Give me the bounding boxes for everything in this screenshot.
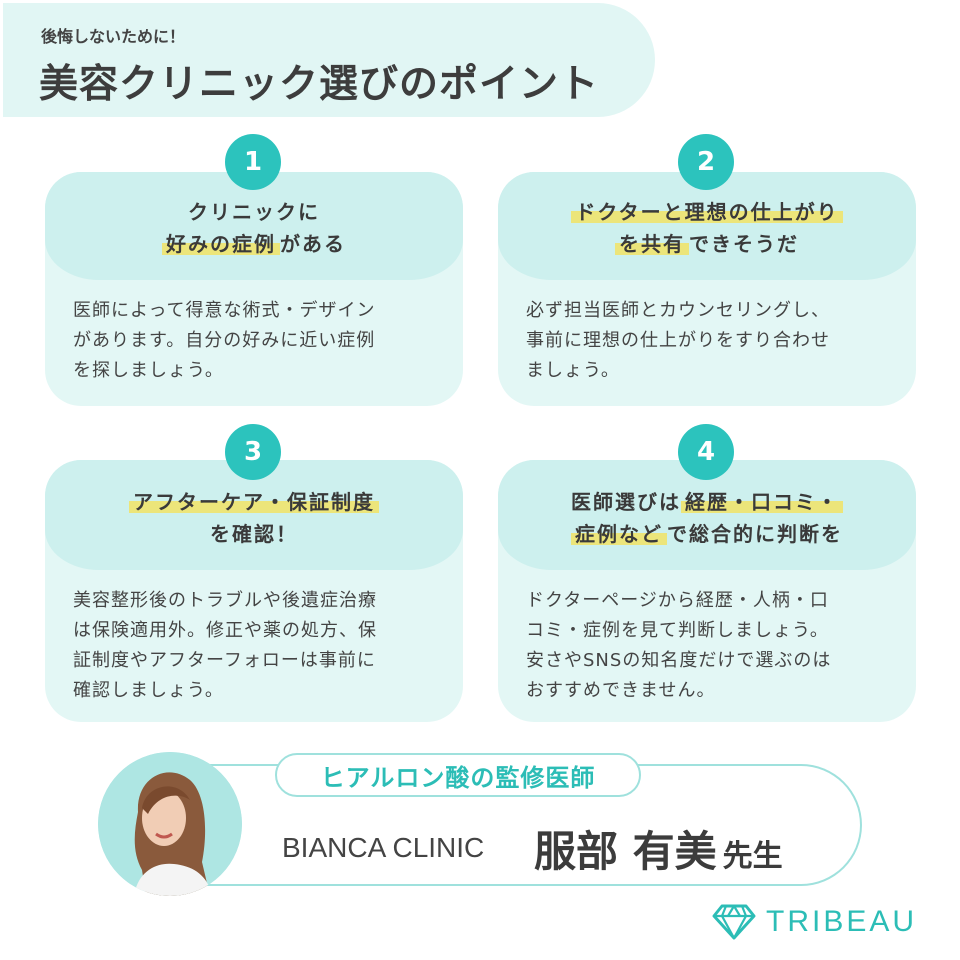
heading-line: 症例などで総合的に判断を — [571, 518, 843, 550]
point-body: 美容整形後のトラブルや後遺症治療 は保険適用外。修正や薬の処方、保 証制度やアフ… — [73, 590, 377, 701]
heading-line: アフターケア・保証制度 — [129, 486, 379, 518]
highlight-text: ドクターと理想の仕上がり — [571, 200, 843, 224]
doctor-honorific: 先生 — [722, 839, 783, 874]
point-heading: クリニックに 好みの症例がある — [45, 172, 463, 280]
header-subtitle: 後悔しないために！ — [41, 27, 186, 46]
heading-line: ドクターと理想の仕上がり — [571, 196, 843, 228]
heading-line: 医師選びは経歴・口コミ・ — [571, 486, 843, 518]
heading-line: クリニックに — [188, 200, 320, 224]
point-body: ドクターページから経歴・人柄・口 コミ・症例を見て判断しましょう。 安さやSNS… — [526, 590, 832, 701]
diamond-icon — [712, 904, 756, 940]
page-title: 美容クリニック選びのポイント — [39, 62, 600, 107]
point-number-badge: 4 — [678, 424, 734, 480]
highlight-text: アフターケア・保証制度 — [129, 490, 379, 514]
supervisor-label: ヒアルロン酸の監修医師 — [275, 753, 641, 797]
point-number-badge: 2 — [678, 134, 734, 190]
heading-line: を共有できそうだ — [615, 228, 799, 260]
highlight-text: 経歴・口コミ・ — [681, 490, 843, 514]
point-card-4: 医師選びは経歴・口コミ・ 症例などで総合的に判断を ドクターページから経歴・人柄… — [498, 460, 916, 722]
brand-logo: TRIBEAU — [712, 904, 917, 940]
portrait-illustration — [98, 752, 242, 896]
point-heading: アフターケア・保証制度 を確認！ — [45, 460, 463, 570]
highlight-text: を共有 — [615, 232, 689, 256]
point-heading: 医師選びは経歴・口コミ・ 症例などで総合的に判断を — [498, 460, 916, 570]
point-card-3: アフターケア・保証制度 を確認！ 美容整形後のトラブルや後遺症治療 は保険適用外… — [45, 460, 463, 722]
heading-line: 好みの症例がある — [162, 228, 346, 260]
header-banner: 後悔しないために！ 美容クリニック選びのポイント — [3, 3, 655, 117]
point-number-badge: 3 — [225, 424, 281, 480]
brand-name: TRIBEAU — [766, 905, 918, 938]
highlight-text: 症例など — [571, 522, 667, 546]
point-body: 必ず担当医師とカウンセリングし、 事前に理想の仕上がりをすり合わせ ましょう。 — [526, 300, 830, 381]
heading-line: を確認！ — [210, 522, 298, 546]
point-card-2: ドクターと理想の仕上がり を共有できそうだ 必ず担当医師とカウンセリングし、 事… — [498, 172, 916, 406]
doctor-portrait-icon — [98, 752, 242, 896]
doctor-name: 服部 有美先生 — [534, 827, 783, 876]
highlight-text: 好みの症例 — [162, 232, 280, 256]
point-heading: ドクターと理想の仕上がり を共有できそうだ — [498, 172, 916, 280]
clinic-name: BIANCA CLINIC — [282, 832, 485, 863]
point-number-badge: 1 — [225, 134, 281, 190]
point-body: 医師によって得意な術式・デザイン があります。自分の好みに近い症例 を探しましょ… — [73, 300, 376, 381]
point-card-1: クリニックに 好みの症例がある 医師によって得意な術式・デザイン があります。自… — [45, 172, 463, 406]
